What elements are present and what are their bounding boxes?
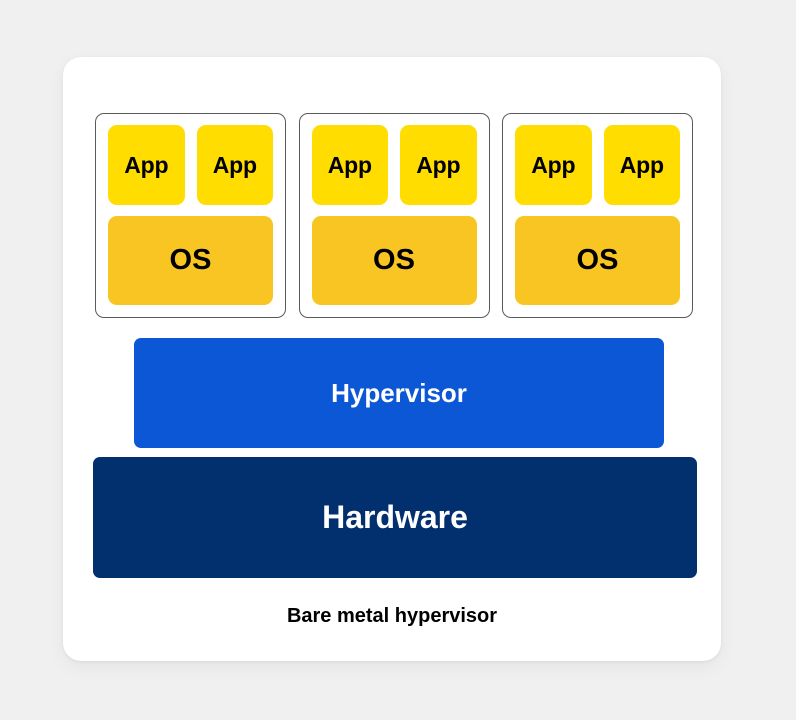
app-box-1-2: App bbox=[196, 125, 273, 205]
app-box-2-2: App bbox=[400, 125, 477, 205]
diagram-caption: Bare metal hypervisor bbox=[286, 605, 498, 627]
app-row-1: App App bbox=[108, 125, 273, 205]
vm-container-1: App App OS bbox=[95, 113, 286, 318]
os-box-1: OS bbox=[108, 216, 273, 305]
os-box-2: OS bbox=[311, 216, 477, 305]
app-box-3-1: App bbox=[515, 125, 592, 205]
app-box-1-1: App bbox=[108, 125, 185, 205]
app-box-3-2: App bbox=[603, 125, 680, 205]
app-row-3: App App bbox=[515, 125, 680, 205]
diagram-card: App App OS App App OS App App OS bbox=[63, 57, 721, 661]
os-box-3: OS bbox=[515, 216, 680, 305]
app-box-2-1: App bbox=[311, 125, 388, 205]
vm-container-2: App App OS bbox=[298, 113, 490, 318]
vm-row: App App OS App App OS App App OS bbox=[95, 113, 693, 318]
hardware-layer: Hardware bbox=[93, 457, 697, 578]
vm-container-3: App App OS bbox=[502, 113, 693, 318]
hypervisor-layer: Hypervisor bbox=[134, 338, 664, 448]
app-row-2: App App bbox=[311, 125, 477, 205]
